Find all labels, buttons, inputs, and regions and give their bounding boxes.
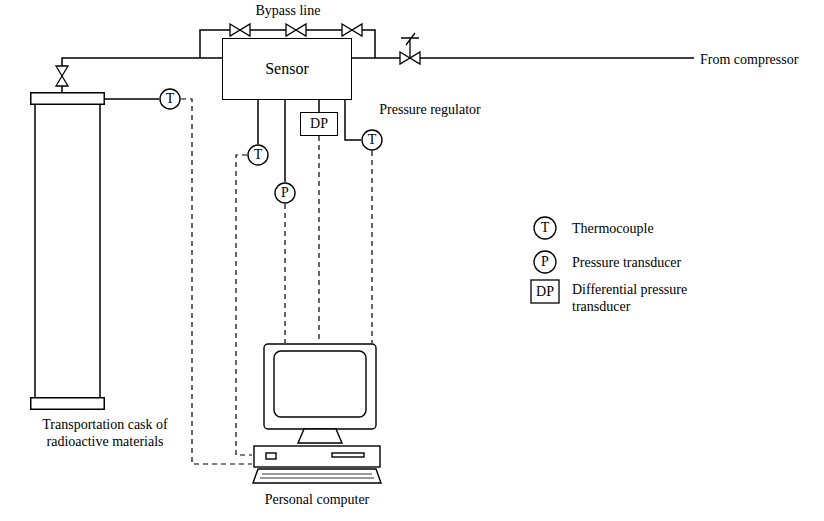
legend-thermocouple-symbol: [534, 217, 556, 239]
thermocouple-circle: T: [247, 144, 269, 166]
computer-drawing: [252, 343, 382, 485]
legend-pressure-symbol: [534, 251, 556, 273]
source-label: From compressor: [700, 50, 818, 70]
caption-label: Transportation cask of radioactive mater…: [25, 416, 185, 450]
signal-wire: [371, 151, 372, 343]
legend-entry: Thermocouple: [572, 220, 722, 237]
signal-wire: [318, 136, 319, 343]
valve-symbol: [286, 24, 306, 36]
pipe-line: [257, 100, 259, 144]
legend-label: Pressure transducer: [572, 254, 722, 271]
legend-entry: Differential pressure transducer: [572, 281, 722, 315]
node-label: T: [166, 91, 175, 106]
legend-symbol-letter: P: [534, 251, 556, 273]
node-label: Sensor: [265, 60, 309, 78]
pipe-line: [284, 100, 286, 182]
node-label: P: [281, 185, 289, 200]
pipe-line: [105, 98, 159, 100]
bypass-label: Bypass line: [238, 2, 338, 20]
legend-symbol-letter: T: [534, 217, 556, 239]
valve-symbol: [342, 24, 362, 36]
transport-cask: Transportation cask of radioactive mater…: [30, 92, 105, 410]
pipe-line: [345, 100, 361, 140]
valve-symbol: [56, 66, 68, 86]
signal-wire: [284, 204, 285, 343]
thermocouple-circle: T: [361, 129, 383, 151]
legend-dp-symbol: [531, 280, 559, 303]
personal-computer: Personal computer: [252, 343, 382, 485]
node-label: T: [254, 147, 263, 162]
legend-label: Thermocouple: [572, 220, 722, 237]
node-label: DP: [310, 116, 328, 131]
pipe-line: [62, 58, 222, 92]
pipe-line: [318, 100, 320, 112]
legend-entry: Pressure transducer: [572, 254, 722, 271]
signal-wire: [236, 155, 252, 455]
node-label: T: [368, 132, 377, 147]
dp-transducer-box: DP: [300, 112, 338, 136]
legend-symbol-letter: DP: [531, 280, 559, 303]
signal-wire: [181, 99, 252, 464]
valve-symbol: [230, 24, 250, 36]
legend-label: Differential pressure transducer: [572, 281, 722, 315]
cask-outline: [30, 92, 105, 410]
sensor-box: Sensor: [222, 38, 352, 100]
regulator-label: Pressure regulator: [370, 101, 490, 119]
caption-label: Personal computer: [232, 491, 402, 508]
regulator-handle: [401, 33, 419, 58]
thermocouple-circle: T: [159, 88, 181, 110]
pressure-transducer-circle: P: [274, 182, 296, 204]
